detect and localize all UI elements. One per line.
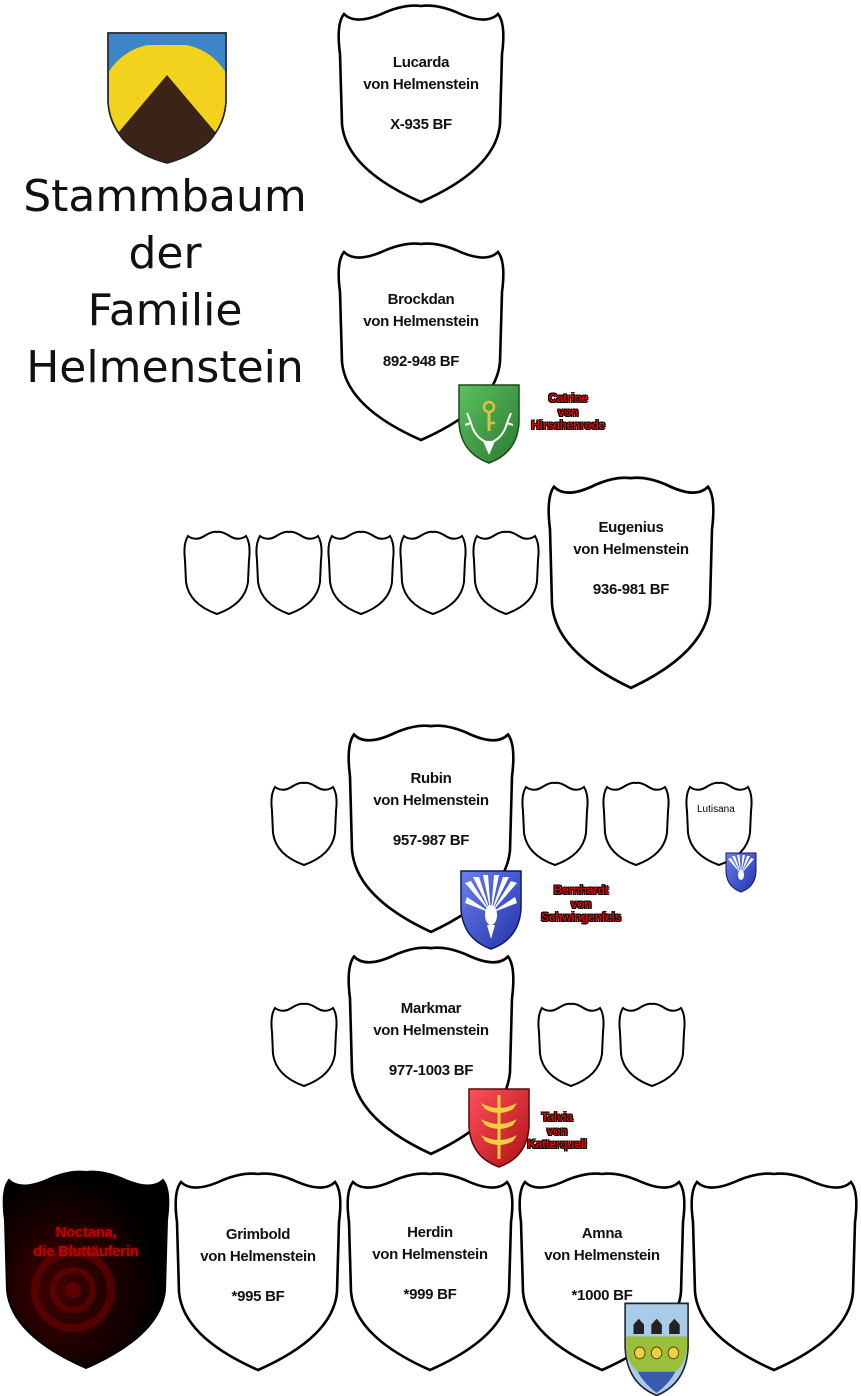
person-markmar: Markmar von Helmenstein 977-1003 BF <box>373 1000 489 1079</box>
person-brockdan: Brockdan von Helmenstein 892-948 BF <box>363 291 479 370</box>
person-grimbold: Grimbold von Helmenstein *995 BF <box>200 1226 316 1305</box>
sibling-shield <box>255 530 323 615</box>
amna-arms-icon <box>624 1302 689 1396</box>
sibling-shield <box>521 781 589 866</box>
person-rubin: Rubin von Helmenstein 957-987 BF <box>373 770 489 849</box>
person-lutisana: Lutisana <box>697 804 735 815</box>
page-title: Stammbaum der Familie Helmenstein <box>23 171 307 393</box>
person-lucarda: Lucarda von Helmenstein X-935 BF <box>363 54 479 133</box>
person-herdin: Herdin von Helmenstein *999 BF <box>372 1224 488 1303</box>
sibling-shield <box>327 530 395 615</box>
shield-noctana <box>2 1170 170 1369</box>
sibling-shield <box>537 1002 605 1087</box>
spouse-talvia: Talvia von Katterquell <box>527 1110 587 1151</box>
helmenstein-arms-icon <box>107 32 227 164</box>
shield-empty <box>690 1172 858 1372</box>
hirschenrode-arms-icon <box>458 384 520 464</box>
sibling-shield <box>399 530 467 615</box>
sibling-shield <box>270 1002 338 1087</box>
katterquell-arms-icon <box>468 1088 530 1168</box>
person-eugenius: Eugenius von Helmenstein 936-981 BF <box>573 519 689 598</box>
person-noctana: Noctana, die Bluttäuferin <box>33 1224 139 1260</box>
sibling-shield <box>618 1002 686 1087</box>
spouse-catrine: Catrine von Hirschenrode <box>531 391 605 432</box>
schwingenfels-arms-icon <box>460 870 522 950</box>
spouse-bernhardt: Bernhardt von Schwingenfels <box>540 883 622 924</box>
schwingenfels-arms-icon <box>725 852 757 893</box>
sibling-shield <box>183 530 251 615</box>
person-amna: Amna von Helmenstein *1000 BF <box>544 1225 660 1304</box>
sibling-shield <box>472 530 540 615</box>
sibling-shield <box>270 781 338 866</box>
noctana-sigil-icon <box>31 1248 115 1332</box>
sibling-shield <box>602 781 670 866</box>
